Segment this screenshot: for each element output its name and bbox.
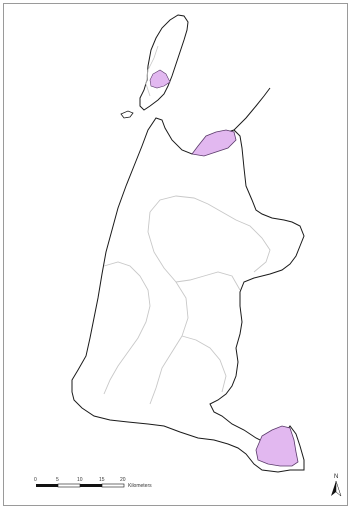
island-texel-outline: [139, 14, 189, 111]
north-label: N: [334, 474, 338, 480]
inner-boundary-texel: [145, 45, 159, 97]
inner-boundary-region-c: [103, 261, 151, 395]
highlight-zone-southeast[interactable]: [255, 425, 299, 467]
mainland-outline: [71, 117, 305, 473]
scale-tick-20: 20: [120, 477, 126, 483]
scale-unit: Kilometers: [128, 483, 152, 489]
afsluitdijk-line: [233, 87, 271, 131]
inner-boundary-region-a: [149, 195, 271, 273]
islet-outline: [120, 110, 134, 119]
inner-boundary-region-b: [147, 211, 189, 405]
scale-tick-0: 0: [34, 477, 37, 483]
highlight-zone-north[interactable]: [191, 129, 237, 157]
north-arrow-icon: N: [331, 474, 342, 497]
highlight-zone-texel[interactable]: [149, 69, 171, 89]
scale-tick-5: 5: [56, 477, 59, 483]
inner-boundary-region-e: [181, 335, 227, 393]
scale-tick-15: 15: [99, 477, 105, 483]
scale-bar: 0 5 10 15 20 Kilometers: [34, 477, 152, 489]
inner-boundary-region-d: [175, 271, 241, 291]
scale-tick-10: 10: [77, 477, 83, 483]
